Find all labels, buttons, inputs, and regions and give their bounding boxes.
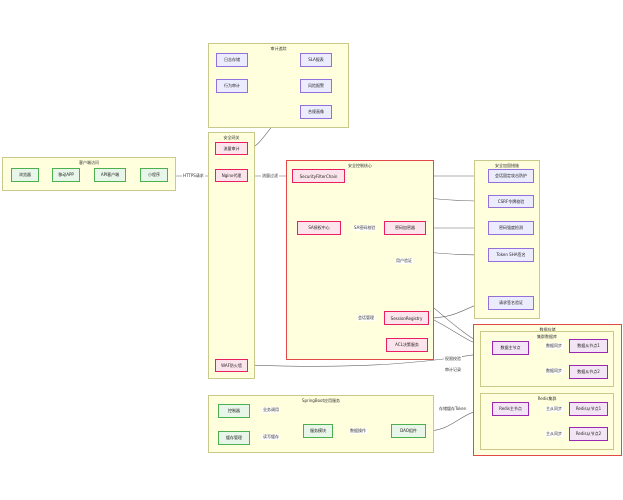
filter-chain-node[interactable]: SecurityFilterChain — [292, 169, 345, 183]
db-slave1-node[interactable]: 数据从节点1 — [569, 339, 608, 353]
edge-label-cache-token: 存储缓存Token — [438, 406, 468, 412]
gateway-group-title: 安全网关 — [223, 135, 240, 140]
cluster-group-title: 集群数据库 — [537, 334, 557, 339]
sa-center-node[interactable]: SA授权中心 — [297, 221, 341, 235]
edge-label-session-mgmt: 会话管理 — [357, 315, 375, 321]
client-group-title: 客户端访问 — [79, 160, 99, 165]
enhance-group-title: 安全加固措施 — [495, 163, 519, 168]
edge-audit-log — [249, 351, 493, 367]
password-encrypt-node[interactable]: 密码加密器 — [384, 221, 426, 235]
core-group-title: 安全控制核心 — [348, 163, 372, 168]
enhance-group: 安全加固措施 — [474, 160, 540, 319]
csrf-node[interactable]: CSRF令牌校验 — [488, 195, 534, 208]
edge-label-sa-check: SA密码校验 — [353, 225, 377, 231]
app-group-title: SpringBoot应用服务 — [301, 398, 341, 403]
sla-report-node[interactable]: SLA报表 — [300, 53, 332, 67]
edge-label-perm-check: 权限校验 — [444, 356, 462, 362]
audit-group-title: 审计追踪 — [270, 46, 287, 51]
edge-label-data-op: 数据操作 — [349, 428, 367, 434]
controller-node[interactable]: 控制器 — [218, 404, 250, 418]
browser-node[interactable]: 浏览器 — [11, 168, 39, 182]
edge-label-audit-log: 审计记录 — [444, 367, 462, 373]
risk-alert-node[interactable]: 风险报警 — [300, 79, 332, 93]
traffic-audit-node[interactable]: 流量审计 — [215, 142, 248, 155]
db-master-node[interactable]: 数据主节点 — [492, 341, 529, 355]
log-store-node[interactable]: 日志存储 — [216, 53, 248, 67]
edge-label-user-verify: 用户验证 — [395, 258, 413, 264]
request-verify-node[interactable]: 请求签名验证 — [488, 296, 534, 310]
dao-node[interactable]: DAO组件 — [391, 424, 426, 438]
session-protect-node[interactable]: 会话固定攻击防护 — [488, 169, 534, 183]
edge-label-ms1: 主从同步 — [545, 406, 563, 412]
mini-program-node[interactable]: 小程序 — [140, 168, 168, 182]
redis-slave2-node[interactable]: Redis从节点2 — [569, 427, 608, 441]
redis-group-title: Redis集群 — [537, 396, 557, 401]
mobile-app-node[interactable]: 移动APP — [52, 168, 80, 182]
nginx-node[interactable]: Nginx代理 — [215, 169, 248, 182]
db-slave2-node[interactable]: 数据从节点2 — [569, 365, 608, 379]
edge-label-biz-call: 业务调用 — [262, 407, 280, 413]
edge-label-https: HTTPS请求 — [182, 173, 205, 179]
redis-master-node[interactable]: Redis主节点 — [492, 402, 529, 416]
edge-label-sync1: 数据同步 — [545, 343, 563, 349]
api-client-node[interactable]: API客户端 — [94, 168, 126, 182]
cache-mgr-node[interactable]: 缓存管理 — [218, 431, 250, 445]
compliance-node[interactable]: 合规画像 — [300, 105, 332, 119]
acl-node[interactable]: ACL决策服务 — [386, 338, 428, 352]
waf-node[interactable]: WAF防火墙 — [215, 359, 248, 372]
token-sign-node[interactable]: Token SHA签名 — [488, 248, 534, 262]
redis-slave1-node[interactable]: Redis从节点1 — [569, 402, 608, 416]
behavior-audit-node[interactable]: 行为审计 — [216, 79, 248, 93]
biz-module-node[interactable]: 服务模块 — [303, 424, 333, 438]
edge-label-read-cache: 读写缓存 — [262, 434, 280, 440]
data-group-title: 数据存储 — [539, 327, 556, 332]
session-registry-node[interactable]: SessionRegistry — [384, 311, 429, 325]
edge-label-sync2: 数据同步 — [545, 368, 563, 374]
edge-label-traffic-filter: 流量过滤 — [261, 173, 279, 179]
edge-label-ms2: 主从同步 — [545, 431, 563, 437]
pwd-strength-node[interactable]: 密码强度检测 — [488, 221, 534, 235]
